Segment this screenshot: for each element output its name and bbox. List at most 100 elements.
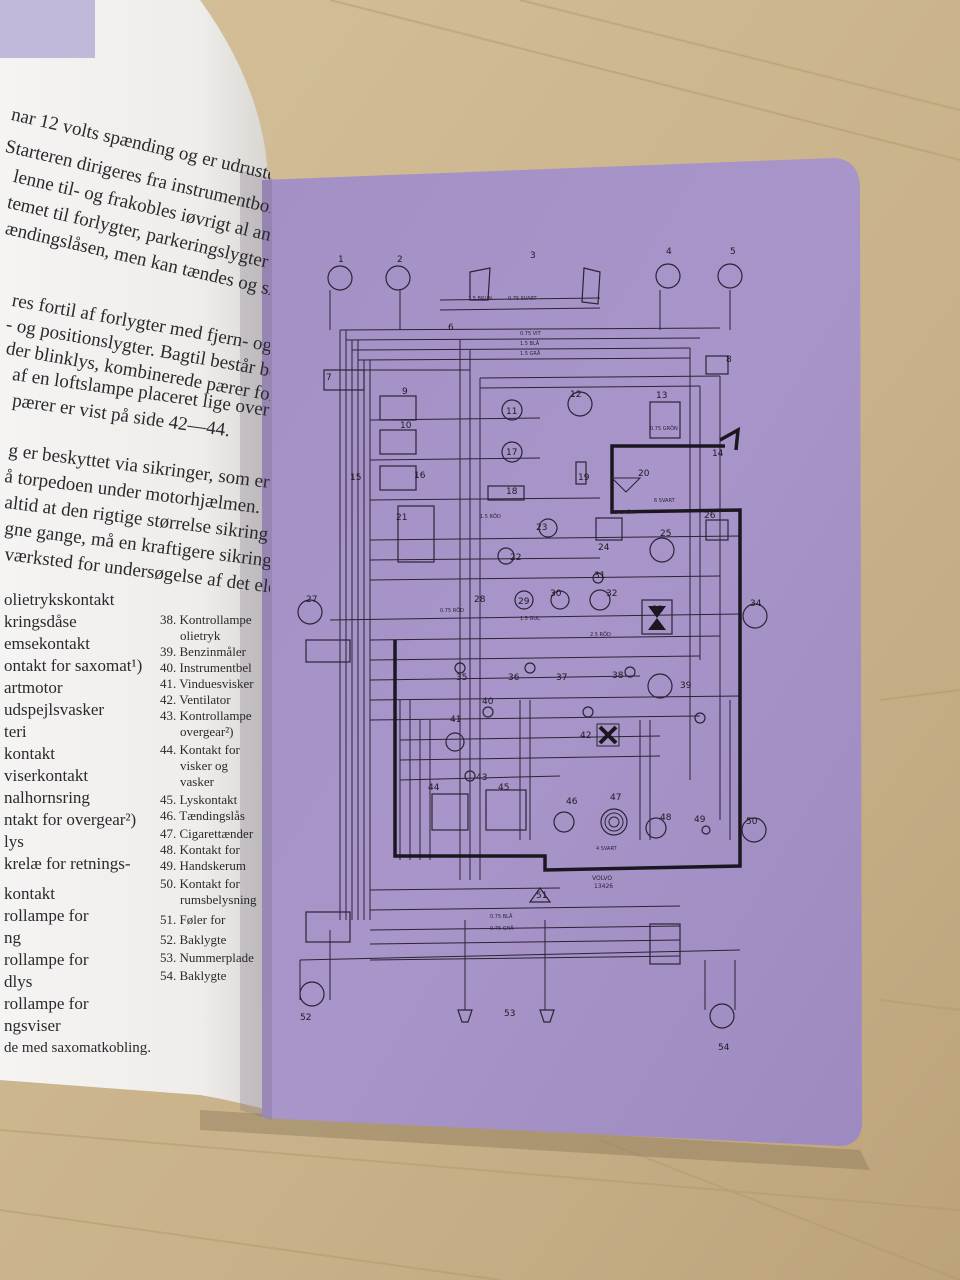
wire-label: 0.75 BLÅ (490, 913, 513, 920)
flasher-box (649, 401, 681, 439)
legend-item: 43. Kontrollampe (160, 708, 252, 723)
resistor-symbol (487, 485, 525, 501)
component-number: 20 (638, 469, 650, 479)
tail-lamp-symbol (299, 981, 325, 1007)
legend-item: 41. Vinduesvisker (160, 676, 254, 691)
legend-item: 46. Tændingslås (160, 808, 245, 823)
legend-item: artmotor (4, 678, 63, 697)
wire-label: 0.75 VIT (520, 331, 542, 337)
wire-label: 2.5 RÖD (590, 631, 611, 638)
lamp-symbol (464, 770, 476, 782)
legend-item: viserkontakt (4, 766, 89, 785)
component-number: 44 (428, 783, 440, 793)
legend-item: olietrykskontakt (4, 590, 115, 609)
diagram-components (297, 263, 768, 1029)
legend-item: ng (4, 928, 21, 947)
component-number: 53 (504, 1009, 515, 1019)
component-number: 12 (570, 390, 581, 400)
component-number: 21 (396, 513, 407, 523)
component-number: 5 (730, 247, 736, 257)
component-number: 17 (506, 448, 517, 458)
component-number: 2 (397, 255, 403, 265)
legend-item: 40. Instrumentbel (160, 660, 252, 675)
legend-item: vasker (180, 774, 214, 789)
legend-item: emsekontakt (4, 634, 90, 653)
component-number: 6 (448, 323, 454, 333)
component-number: 7 (326, 373, 332, 383)
component-number: 54 (718, 1043, 730, 1053)
component-number: 48 (660, 813, 672, 823)
legend-item: 44. Kontakt for (160, 742, 240, 757)
fan-symbol (596, 723, 620, 747)
component-number: 41 (450, 715, 461, 725)
horn-symbol (469, 267, 491, 301)
component-number: 14 (712, 449, 724, 459)
gauge-symbol (550, 590, 570, 610)
tail-lamp-symbol (709, 1003, 735, 1029)
switch-symbol (645, 817, 667, 839)
component-number: 50 (746, 817, 758, 827)
main-power-loop (393, 444, 742, 872)
fuse-box-left (305, 639, 351, 663)
wire-label: 1.5 BRUN (468, 296, 492, 302)
headlamp-symbol (655, 263, 681, 289)
wire-label: 0.75 SVART (508, 296, 538, 302)
wire-label: 1.5 GRÖN (610, 509, 635, 516)
component-number: 34 (750, 599, 762, 609)
wire-label: 1.5 RÖD (480, 513, 501, 520)
component-number: 29 (518, 597, 530, 607)
gauge-symbol (501, 399, 523, 421)
component-number: 25 (660, 529, 671, 539)
wire-label: 0.75 GRÅ (490, 925, 514, 932)
component-number: 32 (606, 589, 617, 599)
diagram-code: 13426 (594, 883, 613, 890)
horn-ring-symbol (649, 537, 675, 563)
legend-item: kontakt (4, 884, 55, 903)
wire-labels: 1.5 BRUN 0.75 SVART 0.75 VIT 1.5 BLÅ 1.5… (440, 296, 678, 932)
legend-item: 51. Føler for (160, 912, 226, 927)
component-number: 15 (350, 473, 361, 483)
legend-item: dlys (4, 972, 33, 991)
legend-item: ntakt for overgear²) (4, 810, 137, 829)
wire-label: 0.75 GRÖN (650, 425, 678, 432)
component-number: 38 (612, 671, 624, 681)
fan-relay-box (641, 599, 673, 635)
diagram-wires (299, 290, 741, 1010)
component-number: 36 (508, 673, 520, 683)
legend-item: 47. Cigarettænder (160, 826, 254, 841)
component-number: 22 (510, 553, 521, 563)
lamp-symbol (701, 825, 711, 835)
relay-box (379, 465, 417, 491)
component-number: 35 (456, 673, 467, 683)
lamp-symbol (524, 662, 536, 674)
component-number: 47 (610, 793, 621, 803)
lamp-symbol (592, 572, 604, 584)
legend-item: krelæ for retnings- (4, 854, 131, 873)
left-page (0, 0, 268, 1110)
relay-box (379, 429, 417, 455)
component-number: 30 (550, 589, 562, 599)
component-number: 13 (656, 391, 667, 401)
legend-item: kringsdåse (4, 612, 77, 631)
component-number: 23 (536, 523, 547, 533)
fuse-box-bottom-right (649, 923, 681, 965)
legend-item: 48. Kontakt for (160, 842, 240, 857)
legend-item: 45. Lyskontakt (160, 792, 238, 807)
component-number: 26 (704, 511, 716, 521)
component-number: 52 (300, 1013, 311, 1023)
light-switch-box (485, 789, 527, 831)
gauge-symbol (514, 590, 534, 610)
legend-item: 50. Kontakt for (160, 876, 240, 891)
legend-item: teri (4, 722, 27, 741)
legend-item: 42. Ventilator (160, 692, 231, 707)
lamp-symbol (482, 706, 494, 718)
component-number: 42 (580, 731, 591, 741)
sensor-symbol (528, 886, 552, 903)
wire-label: 1.5 GRÅ (520, 350, 541, 357)
legend-item: 39. Benzinmåler (160, 644, 246, 659)
component-number: 10 (400, 421, 412, 431)
component-number: 39 (680, 681, 692, 691)
